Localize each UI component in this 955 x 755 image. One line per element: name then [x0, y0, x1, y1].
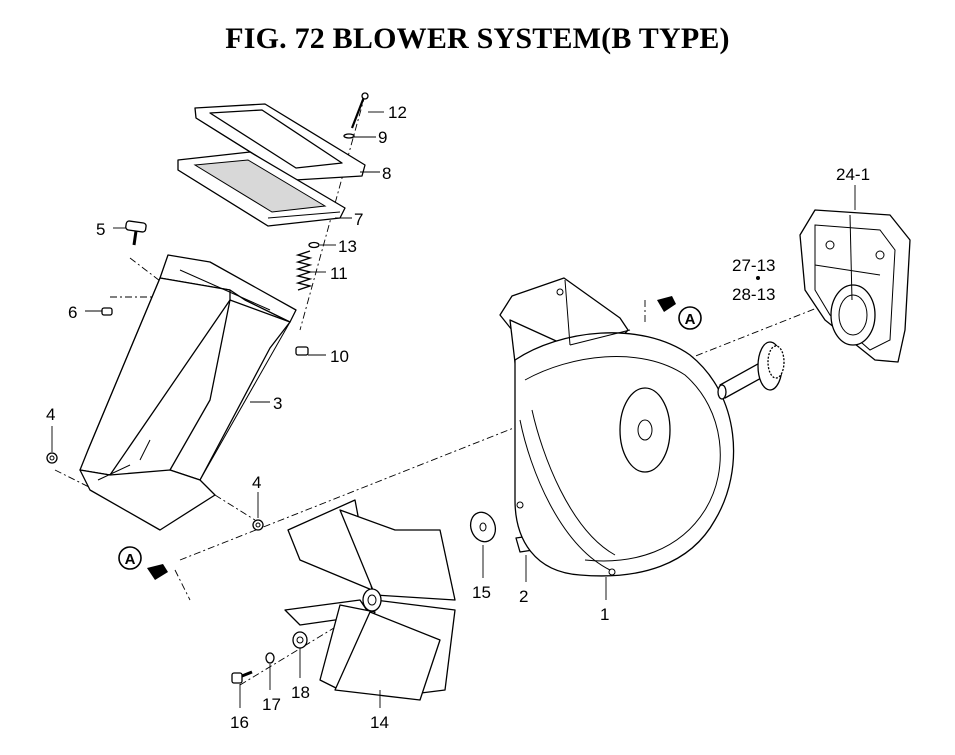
part-12-pin: [350, 92, 369, 129]
part-14-fan: [284, 499, 456, 701]
part-10-nut: [295, 346, 309, 356]
svg-text:A: A: [125, 551, 136, 568]
callout-10: 10: [330, 347, 349, 366]
callout-7: 7: [354, 210, 363, 229]
part-3-duct: [79, 254, 297, 531]
callout-16: 16: [230, 713, 249, 732]
callout-9: 9: [378, 128, 387, 147]
callout-13: 13: [338, 237, 357, 256]
part-4-nut-right: [252, 519, 264, 531]
figure-title: FIG. 72 BLOWER SYSTEM(B TYPE): [225, 22, 730, 55]
part-15-washer: [469, 511, 497, 543]
part-4-nut-left: [46, 452, 58, 464]
callout-1: 1: [600, 605, 609, 624]
part-9-washer: [343, 133, 355, 139]
part-13-washer: [308, 241, 320, 249]
view-marker-a-left: A: [118, 546, 168, 580]
part-16-bolt: [231, 670, 253, 684]
part-6-nut: [101, 307, 113, 316]
callout-labels: 12 9 8 7 13 11 5 6 10 3 4 4 15 2 1 14 16…: [46, 103, 870, 732]
callout-28-13: 28-13: [732, 285, 775, 304]
part-24-1-cover: [799, 209, 911, 363]
callout-11: 11: [330, 264, 348, 283]
part-28-13-gear-shaft: [717, 341, 785, 400]
callout-12: 12: [388, 103, 407, 122]
leader-lines: [51, 111, 856, 708]
part-8-frame: [194, 103, 366, 181]
view-marker-a-right: A: [657, 296, 702, 330]
callout-14: 14: [370, 713, 389, 732]
part-5-bolt: [125, 220, 147, 246]
callout-15: 15: [472, 583, 491, 602]
part-11-spring: [295, 250, 313, 291]
part-18-washer: [292, 631, 308, 649]
callout-2: 2: [519, 587, 528, 606]
svg-text:A: A: [685, 311, 696, 328]
center-lines: [54, 94, 876, 686]
callout-6: 6: [68, 303, 77, 322]
callout-24-1: 24-1: [836, 165, 870, 184]
part-17-washer: [265, 652, 275, 664]
callout-18: 18: [291, 683, 310, 702]
callout-4-right: 4: [252, 473, 261, 492]
callout-17: 17: [262, 695, 281, 714]
callout-3: 3: [273, 394, 282, 413]
callout-27-13: 27-13: [732, 256, 775, 275]
callout-4-left: 4: [46, 405, 55, 424]
callout-8: 8: [382, 164, 391, 183]
part-1-blower-housing: [499, 277, 735, 577]
callout-5: 5: [96, 220, 105, 239]
